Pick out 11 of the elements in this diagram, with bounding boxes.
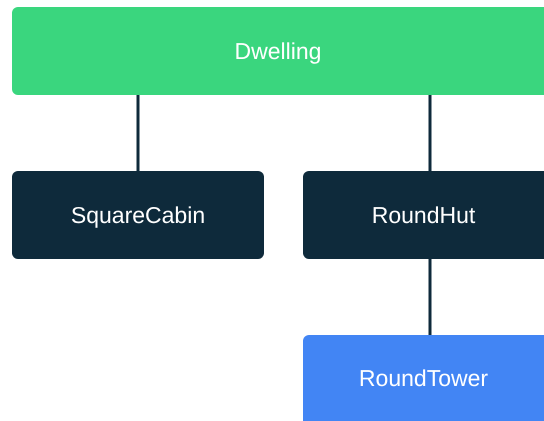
connector-line	[428, 259, 432, 335]
connector-line	[136, 95, 140, 171]
class-name: RoundTower	[358, 364, 488, 392]
class-name: Dwelling	[234, 38, 322, 64]
subclass-box	[303, 335, 544, 421]
class-box	[12, 171, 264, 259]
class-box	[303, 171, 544, 259]
class-name: SquareCabin	[70, 202, 206, 228]
connector-line	[428, 95, 432, 171]
root-class-box	[12, 7, 544, 95]
class-name: RoundHut	[372, 202, 476, 228]
